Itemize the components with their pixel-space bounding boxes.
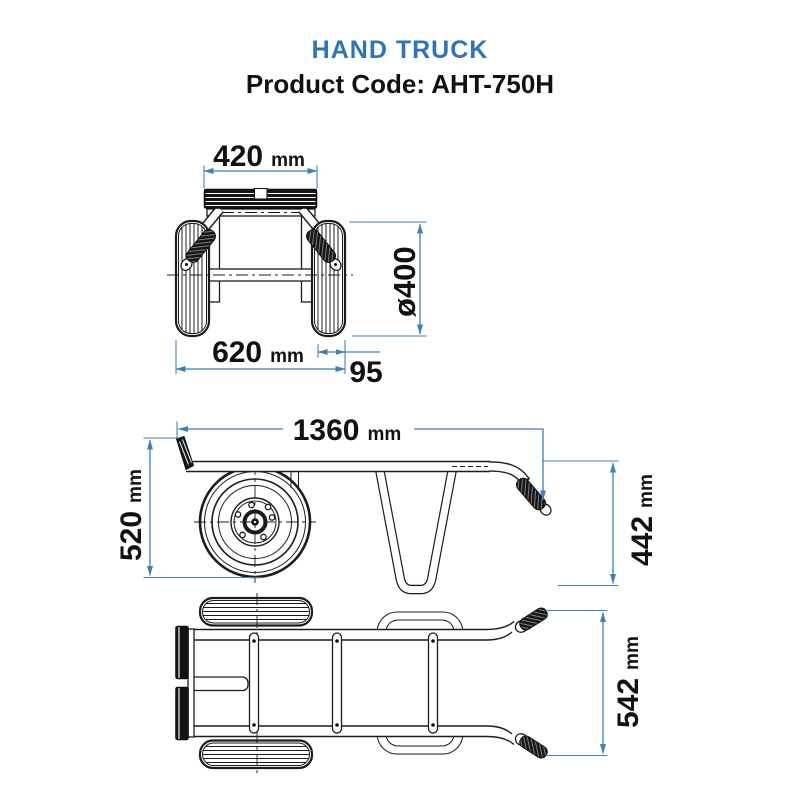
- v-support-plan: [376, 611, 464, 755]
- dim-wheel-offset: 95: [317, 344, 383, 389]
- frame-upright-right: [300, 215, 314, 303]
- v-support: [374, 465, 458, 595]
- page-title: HAND TRUCK: [311, 36, 489, 64]
- handle-plan-bottom: [486, 725, 548, 759]
- toe-plate-front: [203, 187, 318, 209]
- wheel-side: [194, 463, 316, 583]
- handle-grip-side: [515, 477, 547, 511]
- toe-plate-side: [175, 435, 195, 471]
- svg-text:542mm: 542mm: [612, 636, 645, 728]
- wheel-plan-bottom: [198, 739, 314, 770]
- svg-text:520mm: 520mm: [115, 469, 148, 561]
- svg-text:95: 95: [349, 356, 382, 389]
- svg-text:442mm: 442mm: [626, 474, 659, 566]
- wheel-bolts: [234, 501, 276, 541]
- dim-overall-width: 542mm: [547, 609, 645, 757]
- toe-plate-notch: [253, 187, 268, 200]
- handle-side: [487, 461, 552, 516]
- wheel-plan-top: [198, 596, 314, 627]
- axle-stub: [189, 676, 249, 692]
- dim-wheel-diameter: ø400: [349, 221, 427, 337]
- plan-view: 542mm: [175, 593, 645, 773]
- handle-grip-left: [180, 229, 217, 271]
- platform: [186, 460, 492, 473]
- handle-plan-top: [486, 607, 548, 641]
- svg-text:ø400: ø400: [387, 246, 422, 317]
- product-code: Product Code: AHT-750H: [245, 69, 555, 99]
- handle-grip-right: [305, 229, 342, 271]
- frame-rungs: [248, 632, 439, 734]
- dim-overall-height: 520mm: [115, 437, 262, 579]
- toe-plate-plan: [175, 625, 195, 741]
- frame-upright-left: [207, 215, 221, 303]
- dim-handle-height: 442mm: [542, 460, 659, 587]
